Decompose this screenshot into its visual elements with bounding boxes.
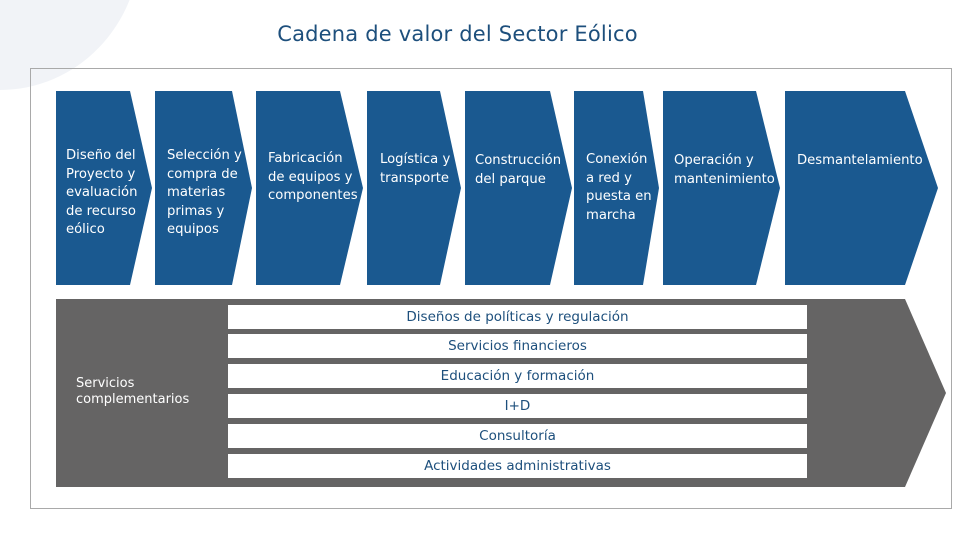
- page-title: Cadena de valor del Sector Eólico: [277, 22, 638, 46]
- stage-chevron-6: Conexión a red y puesta en marcha: [574, 91, 659, 285]
- stage-chevron-4: Logística y transporte: [367, 91, 461, 285]
- stage-label: Diseño del Proyecto y evaluación de recu…: [66, 148, 138, 237]
- support-item: Diseños de políticas y regulación: [228, 305, 807, 329]
- stage-chevron-7: Operación y mantenimiento: [663, 91, 780, 285]
- support-services-label: Servicios complementarios: [76, 376, 190, 407]
- stage-chevron-8: Desmantelamiento: [785, 91, 938, 285]
- stage-label: Operación y mantenimiento: [674, 153, 775, 187]
- stage-label: Logística y transporte: [380, 152, 451, 186]
- support-item: Servicios financieros: [228, 334, 807, 358]
- stage-label: Conexión a red y puesta en marcha: [586, 152, 652, 223]
- stage-chevron-5: Construcción del parque: [465, 91, 572, 285]
- stage-chevron-2: Selección y compra de materias primas y …: [155, 91, 252, 285]
- stage-label: Construcción del parque: [475, 153, 562, 187]
- support-item: I+D: [228, 394, 807, 418]
- support-item: Actividades administrativas: [228, 454, 807, 478]
- stage-label: Desmantelamiento: [797, 153, 923, 168]
- stage-label: Fabricación de equipos y componentes: [268, 151, 358, 203]
- stage-label: Selección y compra de materias primas y …: [167, 148, 242, 237]
- support-item: Educación y formación: [228, 364, 807, 388]
- stage-chevron-1: Diseño del Proyecto y evaluación de recu…: [56, 91, 152, 285]
- support-item: Consultoría: [228, 424, 807, 448]
- diagram-frame: [30, 68, 952, 509]
- stage-chevron-3: Fabricación de equipos y componentes: [256, 91, 363, 285]
